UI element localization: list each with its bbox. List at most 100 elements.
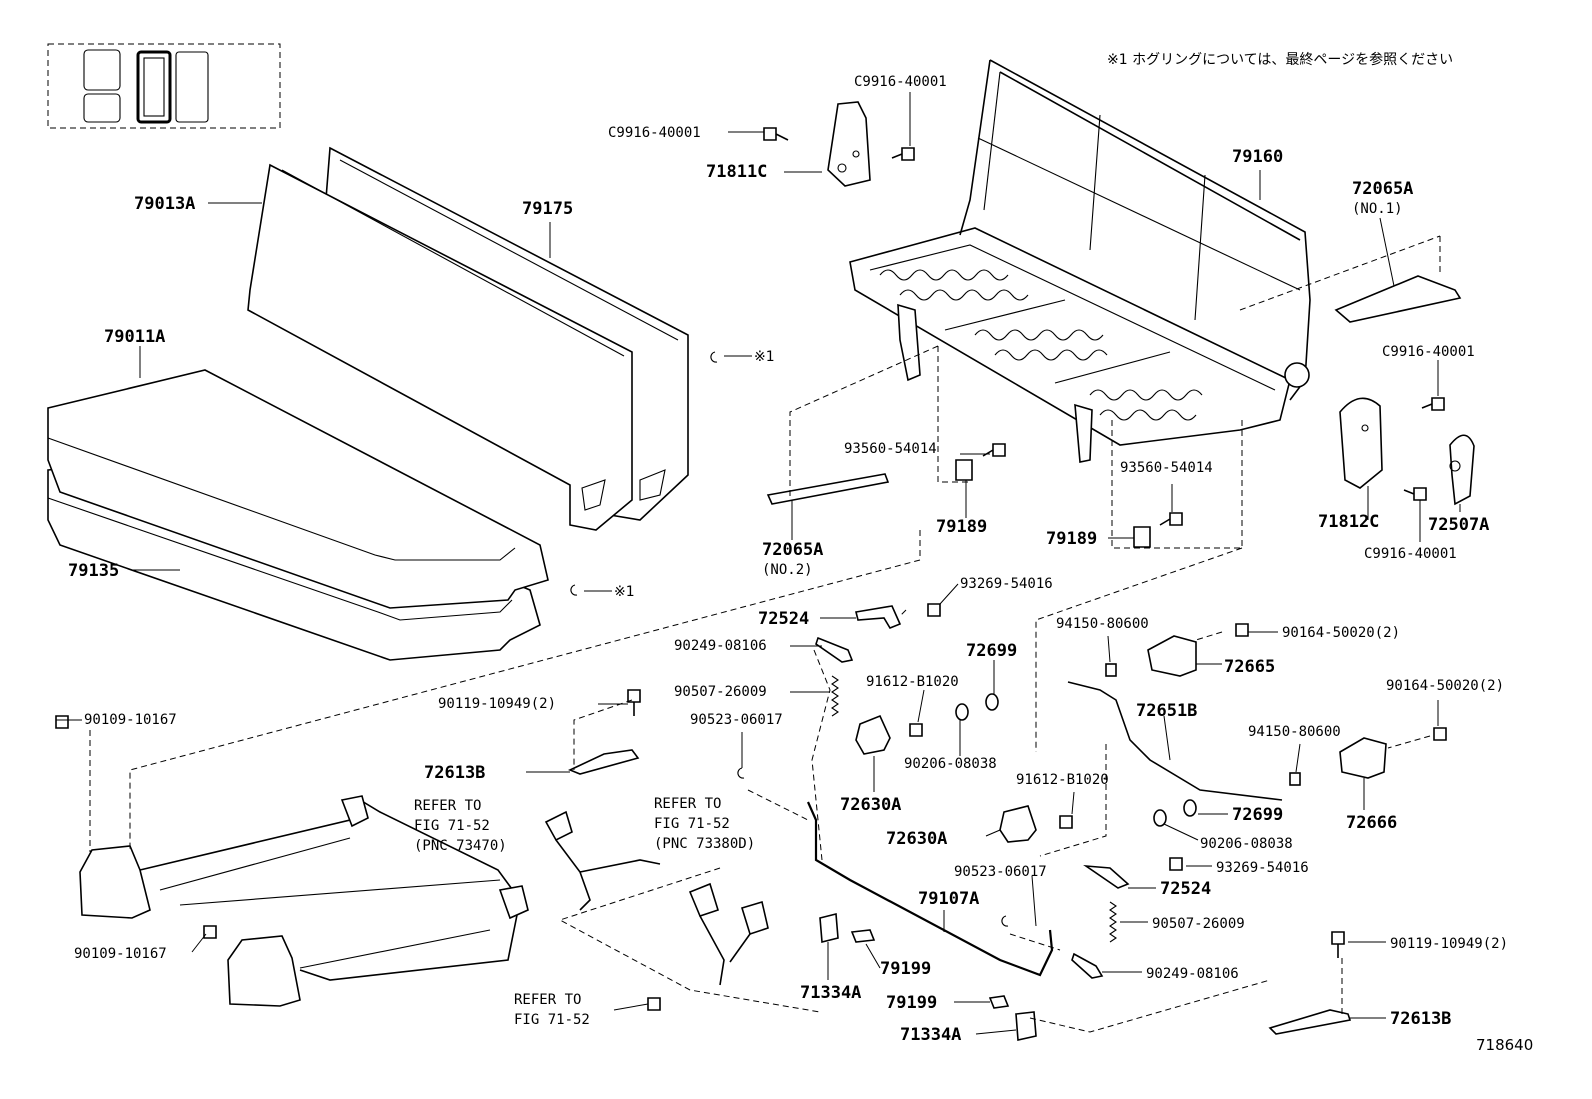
label-91612-a: 91612-B1020 (866, 674, 959, 690)
bolt-icon (203, 925, 217, 939)
label-79013A: 79013A (134, 194, 195, 214)
hinge-cover-71812C (1339, 397, 1383, 489)
refer1-line2: FIG 71-52 (414, 818, 490, 834)
bolt-icon (55, 715, 69, 729)
lock-72630A (999, 805, 1037, 843)
label-90507-b: 90507-26009 (1152, 916, 1245, 932)
washer-72699 (985, 693, 999, 711)
label-90523-a: 90523-06017 (690, 712, 783, 728)
label-93269-a: 93269-54016 (960, 576, 1053, 592)
label-72507A: 72507A (1428, 515, 1489, 535)
striker-72666 (1339, 737, 1387, 779)
label-90119-a: 90119-10949(2) (438, 696, 556, 712)
bolt-icon (982, 443, 1006, 457)
release-cable-72651B (1067, 681, 1283, 801)
bolt-icon (1331, 931, 1345, 958)
spring-90507 (831, 675, 839, 717)
assembly-guide-lines (89, 235, 1441, 1033)
hinge-cover-71811C (827, 101, 871, 187)
label-71812C: 71812C (1318, 512, 1379, 532)
label-72699-b: 72699 (1232, 805, 1283, 825)
bolt-icon (1159, 512, 1183, 526)
label-90206-a: 90206-08038 (904, 756, 997, 772)
bolt-icon (909, 723, 923, 737)
refer2-line3: (PNC 73380D) (654, 836, 755, 852)
refer1-line3: (PNC 73470) (414, 838, 507, 854)
bolt-icon (1059, 815, 1073, 829)
strap-72065A-no2 (766, 473, 890, 505)
bracket-72613B (567, 749, 640, 775)
label-c9916-a: C9916-40001 (608, 125, 701, 141)
label-93560-b: 93560-54014 (1120, 460, 1213, 476)
label-90206-b: 90206-08038 (1200, 836, 1293, 852)
label-72065A-bottom: 72065A (762, 540, 823, 560)
label-93269-b: 93269-54016 (1216, 860, 1309, 876)
bolt-icon (927, 603, 941, 617)
pin-90249 (1071, 952, 1104, 979)
label-94150-a: 94150-80600 (1056, 616, 1149, 632)
nut-94150 (1289, 772, 1301, 786)
label-79189-a: 79189 (936, 517, 987, 537)
seat-belt-buckle-73380D (688, 882, 769, 986)
label-94150-b: 94150-80600 (1248, 724, 1341, 740)
hinge-hook-72507A (1449, 434, 1475, 506)
label-79199-b: 79199 (886, 993, 937, 1013)
bolt-icon (891, 147, 915, 161)
label-72065A-bottom-sub: (NO.2) (762, 562, 813, 578)
pin-90249 (815, 636, 854, 663)
label-90507-a: 90507-26009 (674, 684, 767, 700)
label-72665: 72665 (1224, 657, 1275, 677)
lever-72524 (1083, 864, 1130, 889)
refer2-line1: REFER TO (654, 796, 721, 812)
label-72613B-b: 72613B (1390, 1009, 1451, 1029)
label-72630A-a: 72630A (840, 795, 901, 815)
label-ref1-bottom: ※1 (614, 584, 635, 600)
cap-79199 (988, 995, 1010, 1009)
label-79107A: 79107A (918, 889, 979, 909)
washer-90206 (1153, 809, 1167, 827)
seat-cover-79011A (47, 369, 549, 609)
label-79011A: 79011A (104, 327, 165, 347)
release-rod-79107A (806, 801, 1054, 977)
label-91612-b: 91612-B1020 (1016, 772, 1109, 788)
label-79189-b: 79189 (1046, 529, 1097, 549)
strap-72065A-no1 (1334, 275, 1462, 323)
bolt-icon (1235, 623, 1249, 637)
label-72065A-top-sub: (NO.1) (1352, 201, 1403, 217)
clip-90523 (1001, 915, 1009, 927)
label-72630A-b: 72630A (886, 829, 947, 849)
seat-belt-buckle-73470 (544, 810, 661, 911)
label-93560-a: 93560-54014 (844, 441, 937, 457)
label-90249-a: 90249-08106 (674, 638, 767, 654)
label-c9916-c: C9916-40001 (1382, 344, 1475, 360)
label-79199-a: 79199 (880, 959, 931, 979)
striker-72665 (1147, 635, 1197, 677)
hog-ring-note: ※1 ホグリングについては、最終ページを参照ください (1107, 51, 1453, 68)
spring-90507 (1109, 901, 1117, 943)
seat-locator-inset (47, 43, 281, 129)
part-labels: 79013A 79175 79011A 79135 ※1 ※1 C9916-40… (68, 74, 1508, 1045)
label-90109-a: 90109-10167 (84, 712, 177, 728)
label-72524-b: 72524 (1160, 879, 1211, 899)
label-72613B-a: 72613B (424, 763, 485, 783)
label-79160: 79160 (1232, 147, 1283, 167)
bolt-icon (647, 997, 661, 1011)
bracket-72613B (1268, 1009, 1352, 1035)
seat-track-assembly (79, 795, 529, 1007)
label-c9916-b: C9916-40001 (854, 74, 947, 90)
seatback-cover-79013A (247, 163, 633, 531)
leader-lines (56, 92, 1461, 1035)
label-90109-b: 90109-10167 (74, 946, 167, 962)
refer2-line2: FIG 71-52 (654, 816, 730, 832)
label-71334A-b: 71334A (900, 1025, 961, 1045)
stopper-71334A (1015, 1011, 1037, 1041)
hog-ring-top (710, 351, 752, 363)
bolt-icon (763, 127, 789, 141)
washer-72699 (1183, 799, 1197, 817)
bolt-icon (627, 689, 641, 716)
seat-frame-79160 (849, 59, 1311, 463)
clip-90523 (737, 767, 745, 779)
refer3-line2: FIG 71-52 (514, 1012, 590, 1028)
nut-94150 (1105, 663, 1117, 677)
